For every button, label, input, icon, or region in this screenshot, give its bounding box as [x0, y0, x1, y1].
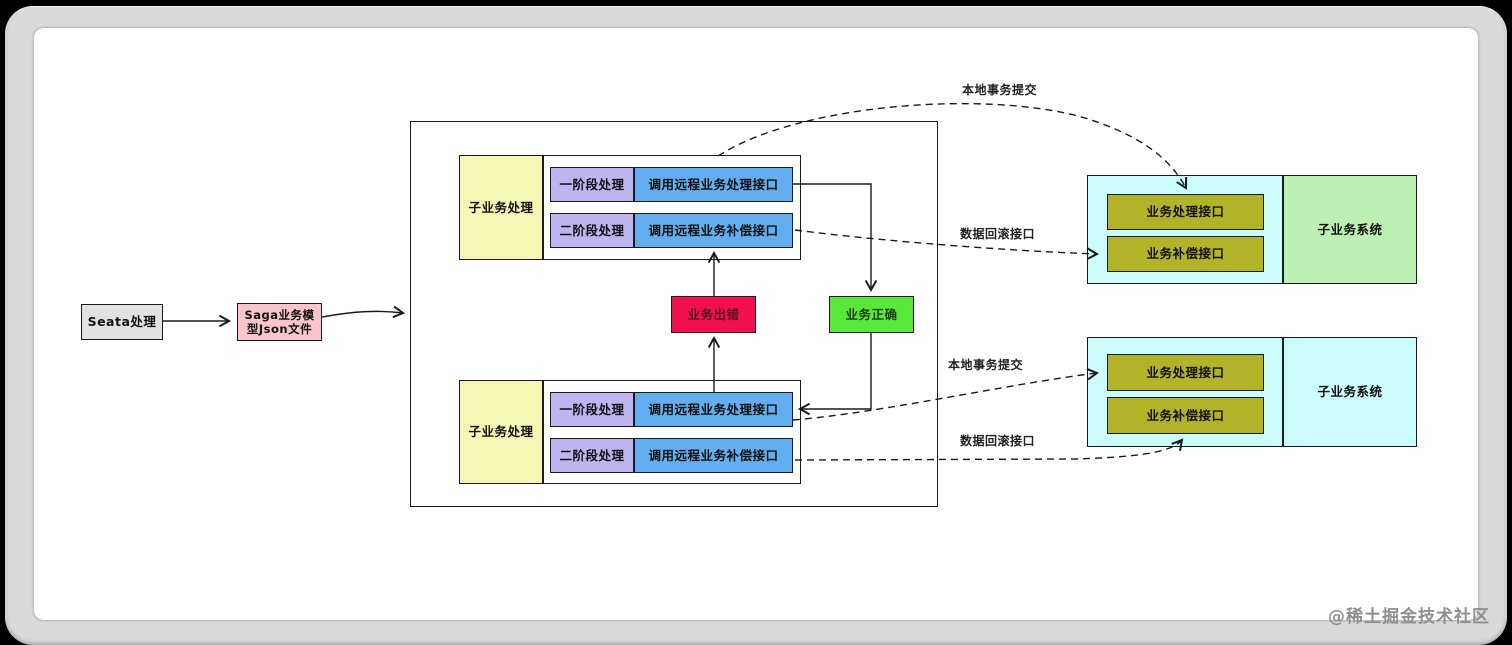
seata-process-node: Seata处理: [81, 304, 163, 340]
phase1-bottom: 一阶段处理: [550, 392, 634, 427]
compensate-interface-top: 业务补偿接口: [1107, 236, 1264, 272]
edge-label-local-commit-bottom: 本地事务提交: [948, 358, 1024, 372]
edge-label-data-rollback-bottom: 数据回滚接口: [960, 434, 1036, 448]
phase1-top: 一阶段处理: [550, 167, 634, 202]
subsystem-label-top: 子业务系统: [1283, 175, 1417, 284]
phase2-top: 二阶段处理: [550, 213, 634, 248]
call-remote-process-bottom: 调用远程业务处理接口: [634, 392, 793, 427]
process-interface-top: 业务处理接口: [1107, 194, 1264, 230]
call-remote-compensate-bottom: 调用远程业务补偿接口: [634, 438, 793, 473]
saga-json-model-node: Saga业务模型Json文件: [237, 303, 322, 341]
business-correct-node: 业务正确: [829, 296, 914, 333]
process-interface-bottom: 业务处理接口: [1107, 354, 1264, 391]
sub-process-group-bottom: 子业务处理: [459, 380, 543, 484]
edge-label-local-commit-top: 本地事务提交: [962, 83, 1038, 97]
business-error-node: 业务出错: [671, 296, 756, 333]
call-remote-compensate-top: 调用远程业务补偿接口: [634, 213, 793, 248]
phase2-bottom: 二阶段处理: [550, 438, 634, 473]
compensate-interface-bottom: 业务补偿接口: [1107, 397, 1264, 434]
sub-process-group-top: 子业务处理: [459, 155, 543, 260]
edge-label-data-rollback-top: 数据回滚接口: [960, 227, 1036, 241]
call-remote-process-top: 调用远程业务处理接口: [634, 167, 793, 202]
subsystem-label-bottom: 子业务系统: [1283, 337, 1417, 447]
juejin-watermark: @稀土掘金技术社区: [1328, 607, 1490, 627]
